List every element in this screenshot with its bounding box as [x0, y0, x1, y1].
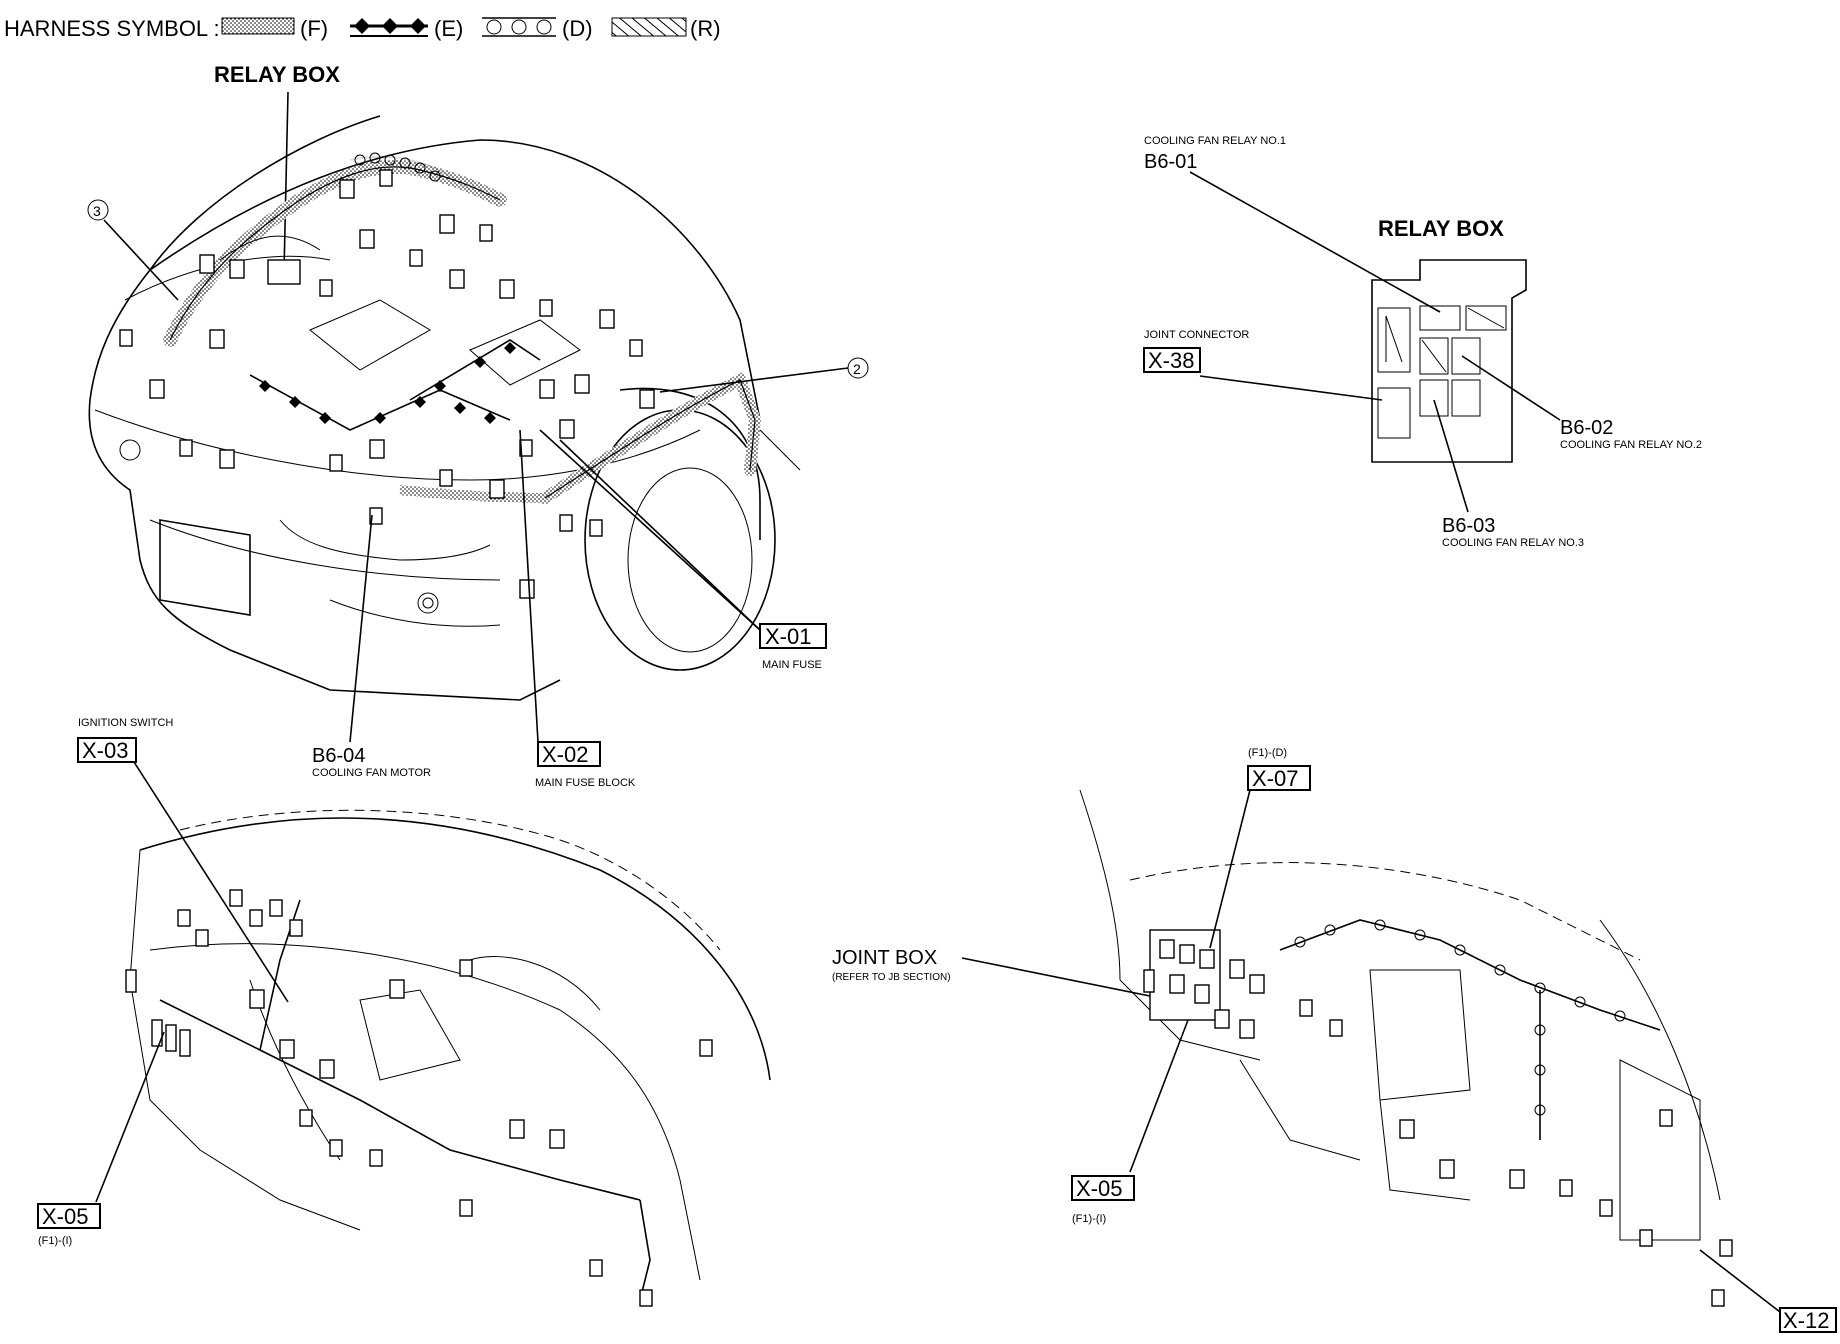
b602-slot: [1451, 337, 1481, 375]
b601-code: B6-01: [1144, 151, 1197, 173]
joint-box-leader: [961, 957, 1151, 997]
legend-diamond-swatch: [350, 18, 428, 37]
b601-desc: COOLING FAN RELAY NO.1: [1144, 135, 1286, 147]
x01-leader-a: [539, 429, 761, 631]
x12-code: X-12: [1783, 1308, 1829, 1333]
x03-code-box: [77, 737, 137, 763]
harness-d-engine: [349, 152, 471, 191]
callout-3-number: 3: [93, 203, 101, 219]
engine-connectors: [119, 169, 655, 599]
relay-box-detail-title: RELAY BOX: [1378, 216, 1504, 241]
x05-left-code-box: [37, 1203, 101, 1229]
b603-code: B6-03: [1442, 515, 1495, 537]
x03-leader: [133, 761, 289, 1003]
x38-code: X-38: [1148, 348, 1194, 373]
x03-code: X-03: [82, 738, 128, 763]
x03-desc: IGNITION SWITCH: [78, 717, 173, 729]
x01-desc: MAIN FUSE: [762, 659, 822, 671]
legend-circle-swatch: [482, 17, 556, 37]
joint-box-label: JOINT BOX: [832, 947, 937, 969]
x02-leader: [519, 429, 539, 743]
b604-code: B6-04: [312, 745, 365, 767]
x38-code-box: [1143, 347, 1201, 373]
b603-slot: [1419, 379, 1449, 417]
legend-hatch-swatch: [611, 17, 687, 37]
x01-leader-b: [559, 439, 761, 631]
x02-code: X-02: [542, 742, 588, 767]
x02-code-box: [537, 741, 601, 767]
x07-code-box: [1247, 765, 1311, 791]
engine-compartment-view: RELAY BOX: [87, 62, 869, 789]
x12-code-box: [1779, 1307, 1837, 1333]
x07-desc: (F1)-(D): [1248, 747, 1287, 759]
harness-e-engine: [249, 339, 541, 431]
dashboard-left-connectors: [125, 889, 713, 1307]
x02-desc: MAIN FUSE BLOCK: [535, 777, 636, 789]
b603-desc: COOLING FAN RELAY NO.3: [1442, 537, 1584, 549]
x05-left-leader: [95, 1031, 165, 1203]
dashboard-view-left: IGNITION SWITCH X-03 X-05 (F1)-(I): [37, 717, 771, 1307]
legend-stipple-swatch: [221, 17, 295, 35]
x05-left-code: X-05: [42, 1204, 88, 1229]
x01-code: X-01: [765, 624, 811, 649]
x07-leader: [1209, 789, 1251, 949]
x01-code-box: [759, 623, 827, 649]
x38-desc: JOINT CONNECTOR: [1144, 329, 1249, 341]
b601-slot: [1419, 305, 1461, 331]
x05-right-code-box: [1071, 1175, 1135, 1201]
engine-relay-box-label: RELAY BOX: [214, 62, 340, 87]
b602-desc: COOLING FAN RELAY NO.2: [1560, 439, 1702, 451]
x38-leader: [1199, 375, 1383, 401]
legend-code-r: (R): [690, 16, 721, 41]
harness-d-dashboard: [1294, 919, 1626, 1116]
harness-legend: HARNESS SYMBOL : (F) (E) (D) (R): [4, 16, 721, 41]
joint-box-cluster: [1143, 929, 1733, 1307]
x38-slot: [1377, 387, 1411, 439]
relay-box-outline: [1371, 259, 1527, 463]
callout-3-circle: [87, 199, 109, 221]
legend-code-d: (D): [562, 16, 593, 41]
callout-3-leader: [103, 219, 179, 301]
harness-f-engine: [163, 159, 762, 504]
legend-code-e: (E): [434, 16, 463, 41]
x07-code: X-07: [1252, 766, 1298, 791]
legend-title: HARNESS SYMBOL :: [4, 16, 220, 41]
x05-right-code: X-05: [1076, 1176, 1122, 1201]
b602-code: B6-02: [1560, 417, 1613, 439]
x05-right-desc: (F1)-(I): [1072, 1213, 1106, 1225]
dashboard-view-right: (F1)-(D) X-07 JOINT BOX (REFER TO JB SEC…: [832, 747, 1837, 1333]
relay-box-leader: [283, 91, 289, 273]
relay-box-detail: COOLING FAN RELAY NO.1 B6-01 RELAY BOX J…: [1143, 135, 1702, 549]
b604-desc: COOLING FAN MOTOR: [312, 767, 431, 779]
x05-right-leader: [1129, 1019, 1189, 1173]
x12-leader: [1699, 1249, 1781, 1313]
joint-box-desc: (REFER TO JB SECTION): [832, 972, 951, 983]
b602-leader: [1461, 355, 1561, 421]
b604-leader: [349, 514, 373, 743]
callout-2-leader: [659, 367, 849, 393]
b601-leader: [1189, 171, 1441, 313]
callout-2-number: 2: [853, 361, 861, 377]
engine-relay-box-icon: [267, 259, 301, 285]
x05-left-desc: (F1)-(I): [38, 1235, 72, 1247]
legend-code-f: (F): [300, 16, 328, 41]
b603-leader: [1433, 399, 1469, 513]
